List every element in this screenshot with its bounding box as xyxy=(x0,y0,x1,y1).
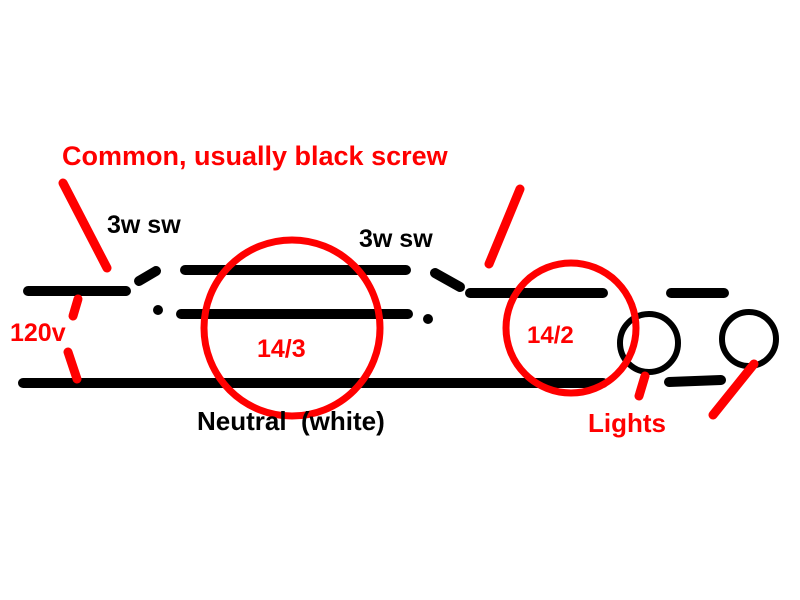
common-pointer-1 xyxy=(58,178,112,273)
common-pointer-2 xyxy=(484,184,525,269)
neutral-label: Neutral (white) xyxy=(197,406,385,436)
switch2-lever xyxy=(430,268,465,292)
cable-14-3-circle xyxy=(200,236,384,420)
voltage-label: 120v xyxy=(10,319,66,347)
light-neutral-wire xyxy=(664,375,726,387)
cable-14-2-label: 14/2 xyxy=(527,322,574,349)
light-1-icon xyxy=(617,311,681,375)
switch1-label: 3w sw xyxy=(107,211,181,239)
lights-pointer-1 xyxy=(634,371,650,401)
light-2-icon xyxy=(719,309,779,369)
lights-label: Lights xyxy=(588,408,666,438)
switch2-terminal xyxy=(423,314,433,324)
voltage-marker-top xyxy=(68,294,83,321)
switch2-label: 3w sw xyxy=(359,225,433,253)
common-label: Common, usually black screw xyxy=(62,141,449,171)
cable-14-3-label: 14/3 xyxy=(257,335,306,363)
cable-14-2-circle xyxy=(502,259,640,397)
switch1-terminal xyxy=(153,305,163,315)
lights-pointer-2 xyxy=(708,359,759,420)
switch1-lever xyxy=(134,266,161,286)
voltage-marker-bottom xyxy=(63,347,82,384)
